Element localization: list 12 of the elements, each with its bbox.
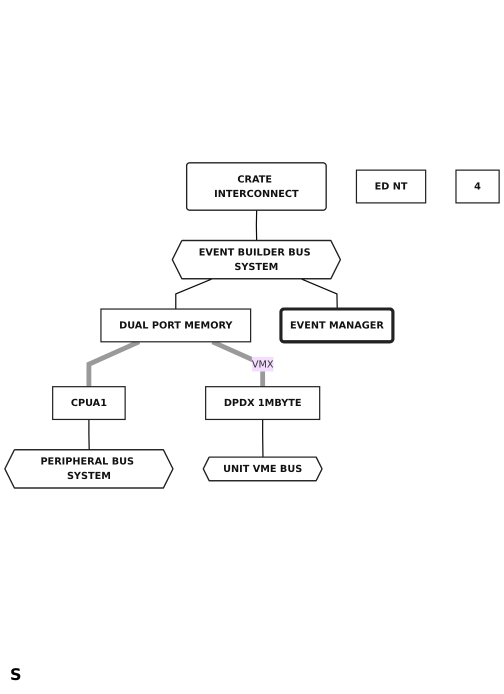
connector [88,419,90,450]
node-box: DUAL PORT MEMORY [100,308,252,342]
edge-label: VMX [252,358,274,370]
connector [175,278,212,309]
heading-fragment: S [10,665,22,684]
node-box: DPDX 1MBYTE [205,386,320,420]
node-box: 4 [455,169,500,204]
node-box: CPUA1 [52,386,126,420]
connector [301,278,338,309]
node-box: ED NT [356,169,426,204]
connector [256,210,258,240]
connector [262,419,264,457]
